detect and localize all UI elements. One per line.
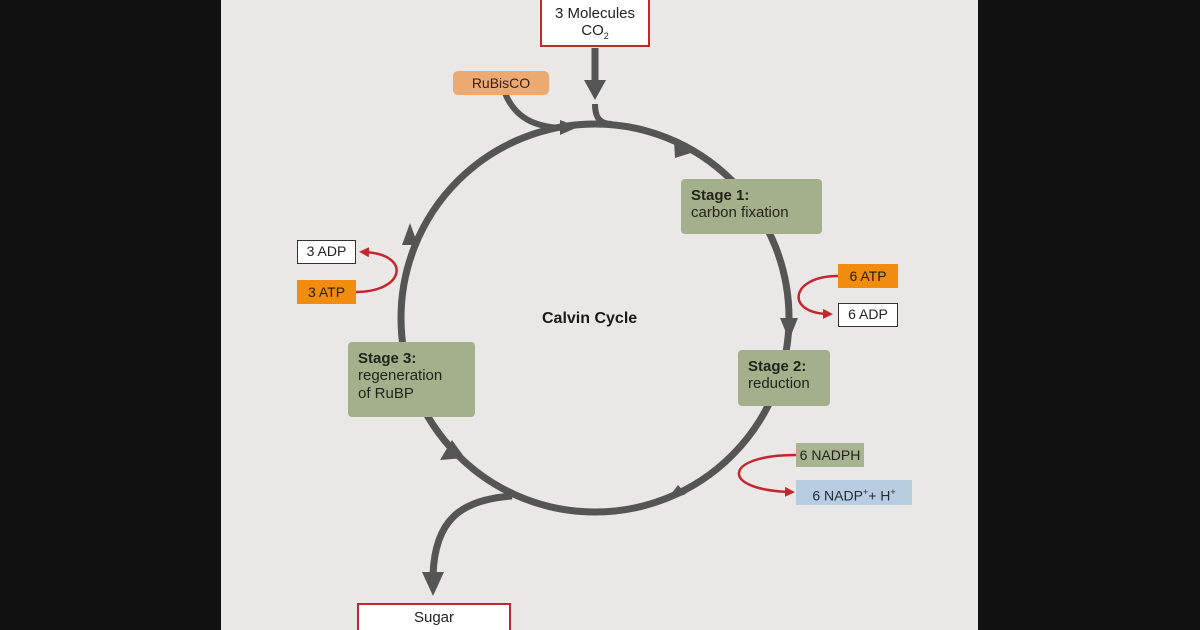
cycle-direction-arrows xyxy=(402,120,798,502)
co2-subscript: 2 xyxy=(603,31,609,42)
cycle-chevron-left xyxy=(402,223,418,245)
stage1-box: Stage 1: carbon fixation xyxy=(681,179,822,234)
stage3-box: Stage 3: regeneration of RuBP xyxy=(348,342,475,417)
stage3-atp-label: 3 ATP xyxy=(297,280,356,304)
stage3-energy-arrow xyxy=(355,247,398,294)
stage3-desc-line1: regeneration xyxy=(358,367,443,385)
nadp-plus-h: + H xyxy=(868,487,891,504)
stage3-desc-line2: of RuBP xyxy=(358,384,414,402)
stage1-adp-label: 6 ADP xyxy=(838,303,898,327)
stage3-title: Stage 3: xyxy=(358,350,417,367)
stage2-title: Stage 2: xyxy=(748,358,807,375)
co2-join-curve xyxy=(592,103,613,127)
rubisco-label: RuBisCO xyxy=(453,71,549,95)
nadp-main: 6 NADP xyxy=(812,487,863,504)
co2-input-box: 3 Molecules CO2 xyxy=(540,0,650,47)
co2-formula: CO2 xyxy=(581,22,609,42)
co2-line1: 3 Molecules xyxy=(554,5,636,22)
stage1-title: Stage 1: xyxy=(691,187,750,204)
stage2-box: Stage 2: reduction xyxy=(738,350,830,406)
stage2-nadph-label: 6 NADPH xyxy=(796,443,864,467)
stage1-atp-label: 6 ATP xyxy=(838,264,898,288)
sugar-output-arrow xyxy=(429,492,513,576)
co2-main: CO xyxy=(581,22,604,40)
stage1-desc: carbon fixation xyxy=(691,204,789,222)
rubisco-curve xyxy=(502,91,563,131)
sugar-arrow-head xyxy=(422,572,444,596)
co2-arrow-head xyxy=(584,80,606,100)
sugar-output-box: Sugar xyxy=(357,603,511,630)
stage1-energy-arrow xyxy=(797,274,839,319)
cycle-chevron-upper-right xyxy=(674,141,694,158)
stage2-desc: reduction xyxy=(748,375,810,393)
stage2-energy-arrow xyxy=(737,453,797,497)
h-superscript: + xyxy=(890,487,896,497)
stage3-adp-label: 3 ADP xyxy=(297,240,356,264)
stage2-nadp-label: 6 NADP++ H+ xyxy=(796,480,912,505)
cycle-chevron-right xyxy=(780,318,798,340)
cycle-chevron-top xyxy=(560,120,578,135)
cycle-center-label: Calvin Cycle xyxy=(542,310,638,327)
cycle-chevron-lower-right xyxy=(665,485,686,502)
cycle-chevron-lower-left xyxy=(440,440,465,460)
nadp-superscript: + xyxy=(862,487,869,497)
